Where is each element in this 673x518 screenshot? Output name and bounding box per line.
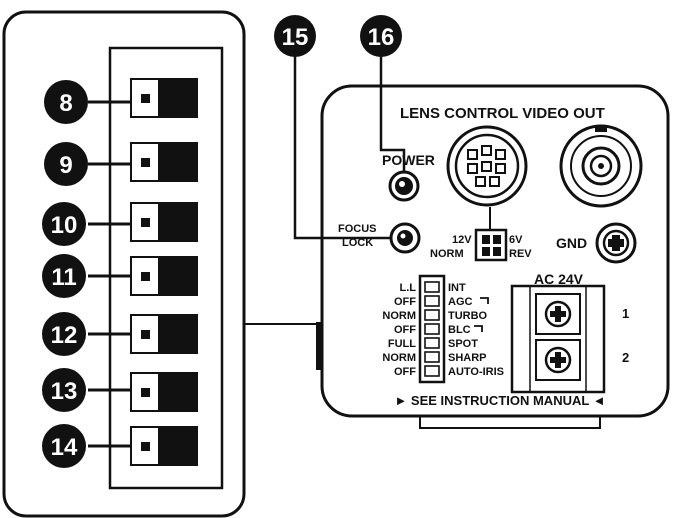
zoom-switch-14 [130,426,198,466]
label-norm: NORM [430,248,464,260]
dip-left-label: NORM [382,310,416,322]
dip-left-label: OFF [394,296,416,308]
svg-text:12: 12 [51,322,78,349]
dip-right-label: SHARP [448,352,487,364]
zoom-switch-12 [130,314,198,354]
callout-15-16-leaders [293,50,406,240]
terminal-2-label: 2 [622,350,629,365]
zoom-switch-13 [130,372,198,412]
callout-11: 11 [42,254,86,298]
zoom-switch-10 [130,202,198,242]
gnd-label: GND [556,235,587,251]
label-rev: REV [509,248,532,260]
callout-13: 13 [42,368,86,412]
callout-9: 9 [44,142,88,186]
dip-left-label: OFF [394,366,416,378]
callout-8: 8 [44,80,88,124]
panel-header: LENS CONTROL VIDEO OUT [400,105,605,122]
callout-15: 15 [274,15,316,57]
svg-text:11: 11 [51,264,76,291]
callout-10: 10 [42,202,86,246]
zoom-switch-11 [130,256,198,296]
dip-left-label: NORM [382,352,416,364]
svg-text:15: 15 [282,24,309,51]
dip-left-label: FULL [388,338,416,350]
video-out-bnc-connector[interactable] [559,124,643,208]
dip-right-label: INT [448,282,466,294]
instruction-manual-note: ► SEE INSTRUCTION MANUAL ◄ [394,393,605,408]
callout-14: 14 [42,424,86,468]
svg-text:10: 10 [51,212,78,239]
svg-text:14: 14 [51,434,78,461]
dip-right-label: AUTO-IRIS [448,366,504,378]
svg-text:16: 16 [368,24,395,51]
dip-right-label: BLC [448,324,471,336]
focus-lock-label-line2: LOCK [342,237,373,249]
power-led [388,170,420,202]
agc-bracket [480,297,489,304]
dip-right-label: TURBO [448,310,488,322]
callout-leaders [88,100,132,448]
gnd-screw[interactable] [595,222,637,264]
terminal-screw-1[interactable] [544,300,572,328]
blc-bracket [474,325,483,332]
callout-12: 12 [42,312,86,356]
focus-lock-label-line1: FOCUS [338,223,377,235]
svg-text:9: 9 [59,152,72,179]
ac-24v-label: AC 24V [534,271,584,287]
power-label: POWER [382,152,435,168]
camera-bottom-ledge [419,410,601,429]
zoom-inset-frame [2,10,246,518]
dip-right-label: AGC [448,296,473,308]
terminal-1-label: 1 [622,306,629,321]
voltage-switch[interactable] [474,228,508,262]
zoom-switch-9 [130,142,198,182]
svg-text:8: 8 [59,90,72,117]
dip-right-label: SPOT [448,338,478,350]
label-6v: 6V [509,234,523,246]
dip-left-label: OFF [394,324,416,336]
label-12v: 12V [452,234,472,246]
dip-switch-toggles[interactable] [424,281,440,377]
dip-left-label: L.L [400,282,417,294]
focus-lock-button[interactable] [389,222,421,254]
zoom-switch-8 [130,78,198,118]
callout-16: 16 [360,15,402,57]
zoom-switch-body [108,46,224,490]
lens-control-connector[interactable] [446,125,528,207]
svg-text:13: 13 [51,378,78,405]
terminal-screw-2[interactable] [544,346,572,374]
